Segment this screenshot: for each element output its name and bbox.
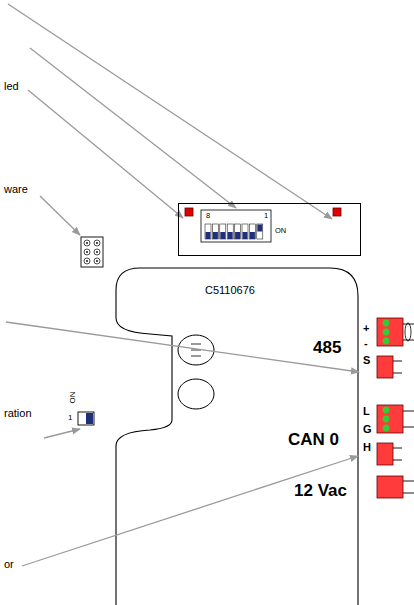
dip-lever [257, 225, 262, 232]
dip-cell [242, 224, 248, 239]
switch-number: 1 [68, 413, 72, 422]
port-name: 485 [313, 338, 341, 358]
dip-lever [243, 232, 248, 239]
port-name: 12 Vac [294, 481, 347, 501]
callout-text: ware [4, 183, 28, 196]
dip-on-mark: ON [275, 227, 286, 236]
dip-lever [250, 232, 255, 239]
pin-dot [96, 251, 98, 253]
pin-dot [86, 251, 88, 253]
pin-name: - [364, 337, 368, 350]
device-body [116, 268, 358, 605]
pin-dot [86, 260, 88, 262]
device-body: C5110676 485 + - S L CAN 0 GH 12 Vac [100, 265, 375, 605]
small-switch [78, 412, 94, 425]
dip-cell [235, 224, 241, 239]
pin-name: G [363, 423, 372, 436]
pin-name: S [363, 354, 370, 367]
led [333, 208, 341, 216]
dip-switch [201, 210, 271, 242]
pin-name: H [363, 441, 371, 454]
pin [94, 240, 100, 246]
dip-switch-cells [205, 224, 263, 239]
dip-number: 1 [264, 212, 268, 221]
dip-cell [257, 224, 263, 239]
pin [84, 249, 90, 255]
led [185, 208, 193, 216]
dip-cell [227, 224, 233, 239]
pin-dot [86, 242, 88, 244]
dip-lever [228, 232, 233, 239]
dip-lever [235, 232, 240, 239]
dip-cell [205, 224, 211, 239]
callout-text: ration [4, 407, 32, 420]
pin [84, 258, 90, 264]
dip-cell [249, 224, 255, 239]
port-name: CAN 0 [288, 430, 339, 450]
callout-text: or [4, 558, 14, 571]
pin [94, 258, 100, 264]
dip-number: 8 [206, 212, 210, 221]
dip-lever [206, 232, 211, 239]
pin-dot [96, 242, 98, 244]
pin-name: L [363, 405, 370, 418]
dip-lever [213, 232, 218, 239]
part-number: C5110676 [205, 284, 255, 297]
pin-header [81, 237, 103, 267]
dip-lever [220, 232, 225, 239]
pin [84, 240, 90, 246]
pin-name: + [363, 322, 369, 335]
switch-on-mark: ON [68, 392, 77, 404]
callout-text: led [4, 80, 19, 93]
terminal-blocks [377, 318, 414, 498]
leader-lines [6, 4, 359, 566]
dip-cell [212, 224, 218, 239]
pin-dot [96, 260, 98, 262]
dip-panel-art [185, 208, 341, 242]
dip-cell [220, 224, 226, 239]
pin [94, 249, 100, 255]
dip-panel: 8 1ON [178, 203, 361, 256]
